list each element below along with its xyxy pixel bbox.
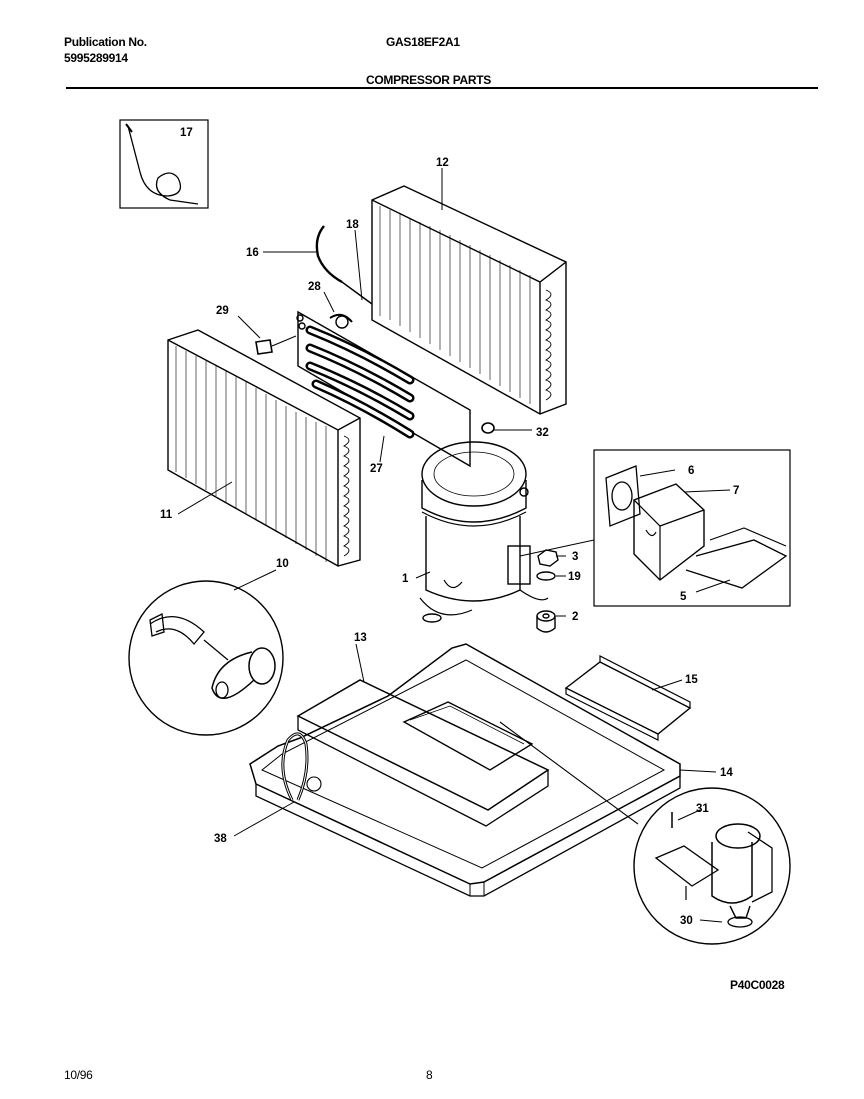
part-10-inset [128,580,284,736]
callout-32: 32 [536,427,549,439]
part-1-compressor [419,441,549,623]
model-number: GAS18EF2A1 [386,35,460,49]
part-32-grommet [481,422,495,434]
part-7-cover [633,483,705,581]
parts-30-31-inset [499,721,791,945]
callout-15: 15 [685,674,698,686]
part-12-coil [371,185,567,415]
part-18-tube [341,281,373,305]
part-13-tray [296,679,550,827]
callout-6: 6 [688,465,694,477]
header-rule [66,87,818,89]
callout-1: 1 [402,573,409,585]
callout-29: 29 [216,305,229,317]
callout-38: 38 [214,833,227,845]
part-11-coil [167,329,361,567]
callout-31: 31 [696,803,709,815]
part-27-evaporator [296,310,471,468]
leader-lines [177,168,731,923]
callout-14: 14 [720,767,733,779]
callout-3: 3 [572,551,578,563]
callout-19: 19 [568,571,581,583]
part-6-gasket [605,465,641,527]
part-19-washer [536,571,556,581]
callout-10: 10 [276,558,289,570]
part-5-bracket [685,539,788,589]
part-17-inset [119,119,209,209]
part-16-tube [315,225,343,284]
callout-5: 5 [680,591,687,603]
callout-27: 27 [370,463,383,475]
part-3-nut [537,549,559,567]
part-14-base [249,643,681,897]
part-2-grommet [536,610,556,633]
page-number: 8 [426,1068,433,1082]
footer-date: 10/96 [64,1068,93,1082]
callout-12: 12 [436,157,449,169]
section-title: COMPRESSOR PARTS [366,73,491,87]
publication-label: Publication No. [64,35,147,49]
callout-2: 2 [572,611,578,623]
callout-7: 7 [733,485,739,497]
callout-18: 18 [346,219,359,231]
callout-11: 11 [160,509,173,521]
callout-17: 17 [180,127,193,139]
callout-30: 30 [680,915,693,927]
drawing-code: P40C0028 [730,978,785,992]
callout-16: 16 [246,247,259,259]
part-15-bracket [564,655,692,741]
part-29-clip [255,335,297,355]
callout-13: 13 [354,632,367,644]
callout-28: 28 [308,281,321,293]
publication-number: 5995289914 [64,51,128,65]
